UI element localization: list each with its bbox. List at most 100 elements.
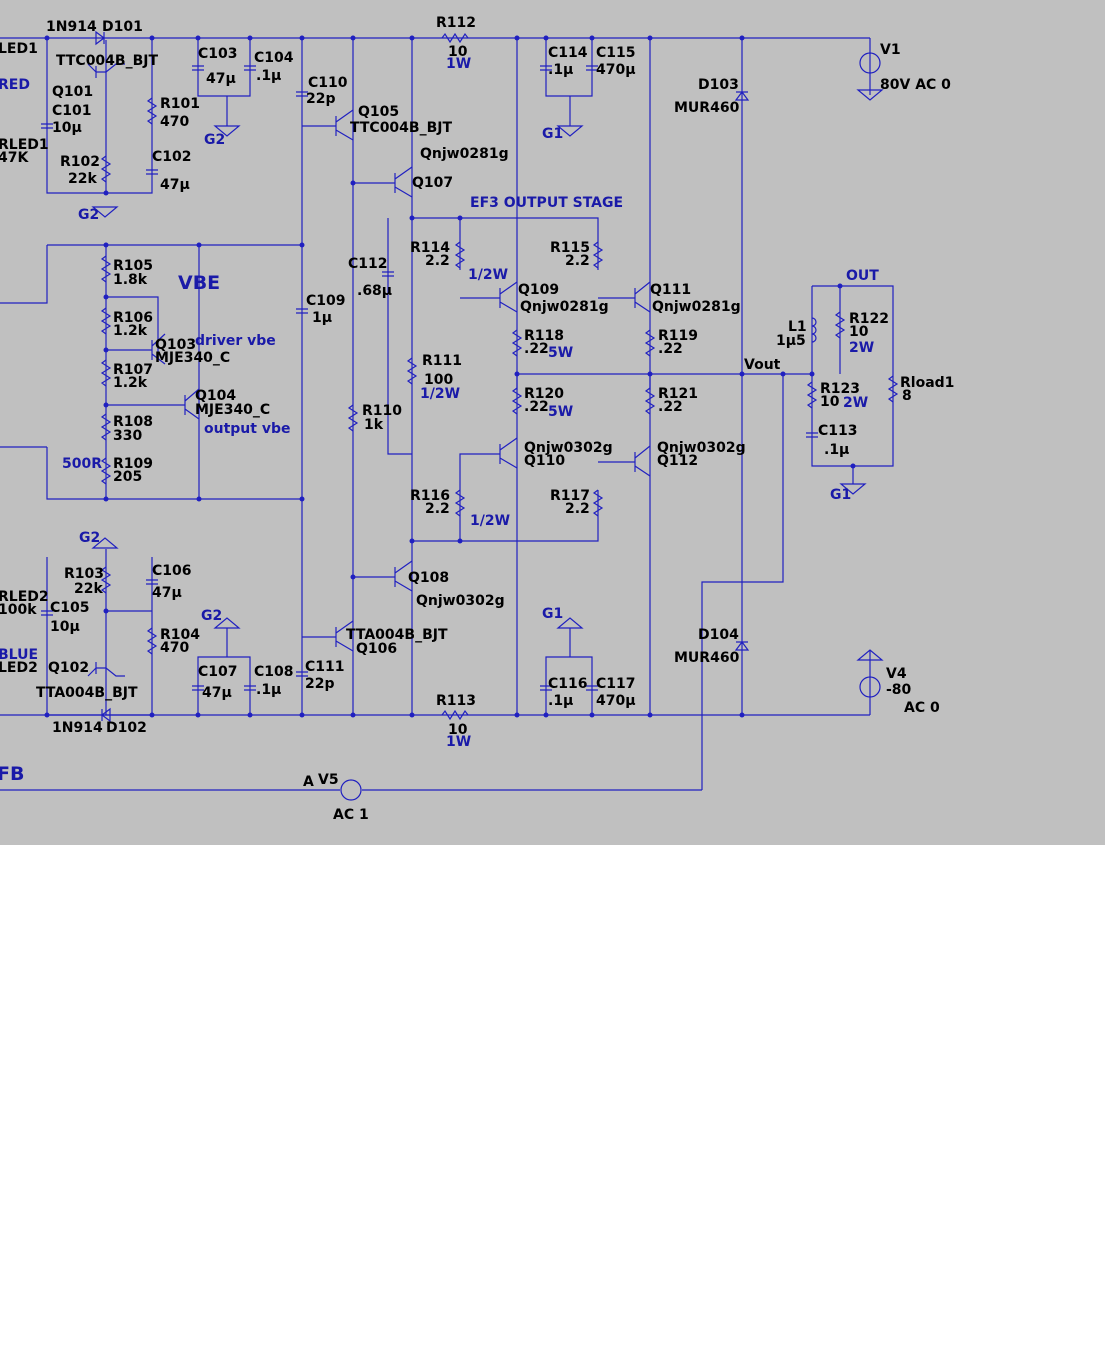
label-d104: D104 [698,627,739,643]
label-c103-v: 47µ [206,71,236,87]
label-q102: Q102 [48,660,90,676]
label-q103-type: MJE340_C [155,350,231,366]
label-r119-v: .22 [658,341,683,357]
label-q106: Q106 [356,641,398,657]
label-g1-a: G1 [542,126,564,142]
label-r111-v: 100 [424,372,454,388]
label-c114: C114 [548,45,588,61]
label-r112-p: 1W [446,56,472,72]
label-r122-p: 2W [849,340,875,356]
label-r116-p: 1/2W [470,513,511,529]
label-c108: C108 [254,664,294,680]
label-c116: C116 [548,676,588,692]
label-q108-type: Qnjw0302g [416,593,505,609]
label-c110-v: 22p [306,91,336,107]
label-q105-type: TTC004B_BJT [350,120,453,136]
label-r118: R118 [524,328,565,344]
label-r119: R119 [658,328,699,344]
label-c115-v: 470µ [596,62,636,78]
label-r123-v: 10 [820,394,840,410]
label-r115: R115 [550,240,591,256]
label-vout: Vout [744,357,781,373]
label-g1-b: G1 [830,487,852,503]
schematic-drawing [0,30,899,801]
label-led2: LED2 [0,660,38,676]
label-r118-v: .22 [524,341,549,357]
label-q104: Q104 [195,388,237,404]
label-r123-p: 2W [843,395,869,411]
label-v4: V4 [886,666,907,682]
label-r106: R106 [113,310,154,326]
label-q107-type: Qnjw0281g [420,146,509,162]
label-r110: R110 [362,403,403,419]
label-d103: D103 [698,77,739,93]
label-c107: C107 [198,664,238,680]
label-c104: C104 [254,50,294,66]
label-r113-v: 10 [448,722,468,738]
label-q110-type: Qnjw0302g [524,440,613,456]
label-r122: R122 [849,311,890,327]
label-r121-v: .22 [658,399,683,415]
label-v4-ac: AC 0 [904,700,940,716]
label-r120: R120 [524,386,565,402]
label-c102: C102 [152,149,192,165]
label-g2-c: G2 [79,530,101,546]
label-c104-v: .1µ [256,68,282,84]
label-c102-v: 47µ [160,177,190,193]
label-c111: C111 [305,659,345,675]
label-vbe: VBE [178,272,221,294]
label-c109: C109 [306,293,346,309]
components [41,30,899,801]
label-rled2-v: 100k [0,602,37,618]
label-d102: D102 [106,720,147,736]
label-c113: C113 [818,423,858,439]
label-fb: FB [0,763,25,785]
label-r115-v: 2.2 [565,253,590,269]
label-rload1-v: 8 [902,388,912,404]
label-g1-c: G1 [542,606,564,622]
label-q112: Q112 [657,453,699,469]
label-r117-v: 2.2 [565,501,590,517]
label-q112-type: Qnjw0302g [657,440,746,456]
label-q106-type: TTA004B_BJT [346,627,448,643]
label-d102-type: 1N914 [52,720,103,736]
label-r107-v: 1.2k [113,375,148,391]
label-r112: R112 [436,15,477,31]
label-c101-v: 10µ [52,120,82,136]
label-mur460-b: MUR460 [674,650,740,666]
label-rled2: RLED2 [0,589,49,605]
label-led1: LED1 [0,41,38,57]
label-v5-ac: AC 1 [333,807,369,823]
label-c106-v: 47µ [152,585,182,601]
label-v1: V1 [880,42,901,58]
label-r500: 500R [62,456,103,472]
label-c111-v: 22p [305,676,335,692]
label-r114-p: 1/2W [468,267,509,283]
label-g2-d: G2 [201,608,223,624]
label-r123: R123 [820,381,861,397]
label-d101: D101 [102,19,143,35]
label-r113-p: 1W [446,734,472,750]
label-q110: Q110 [524,453,566,469]
label-ef3: EF3 OUTPUT STAGE [470,195,624,211]
label-r116-v: 2.2 [425,501,450,517]
label-r122-v: 10 [849,324,869,340]
label-r108: R108 [113,414,154,430]
label-c101: C101 [52,103,92,119]
label-rled1-v: 47K [0,150,29,166]
label-r107: R107 [113,362,154,378]
label-q101-type: TTC004B_BJT [56,53,159,69]
wires [0,37,894,791]
label-r116: R116 [410,488,451,504]
junctions [44,35,856,718]
label-r121: R121 [658,386,699,402]
label-c106: C106 [152,563,192,579]
label-d101-type: 1N914 [46,19,97,35]
label-c114-v: .1µ [548,62,574,78]
label-v5-a: A [303,774,314,790]
label-out: OUT [846,268,879,284]
label-red: RED [0,77,30,93]
label-v5: V5 [318,772,339,788]
label-v4-v: -80 [886,682,912,698]
label-r120-v: .22 [524,399,549,415]
